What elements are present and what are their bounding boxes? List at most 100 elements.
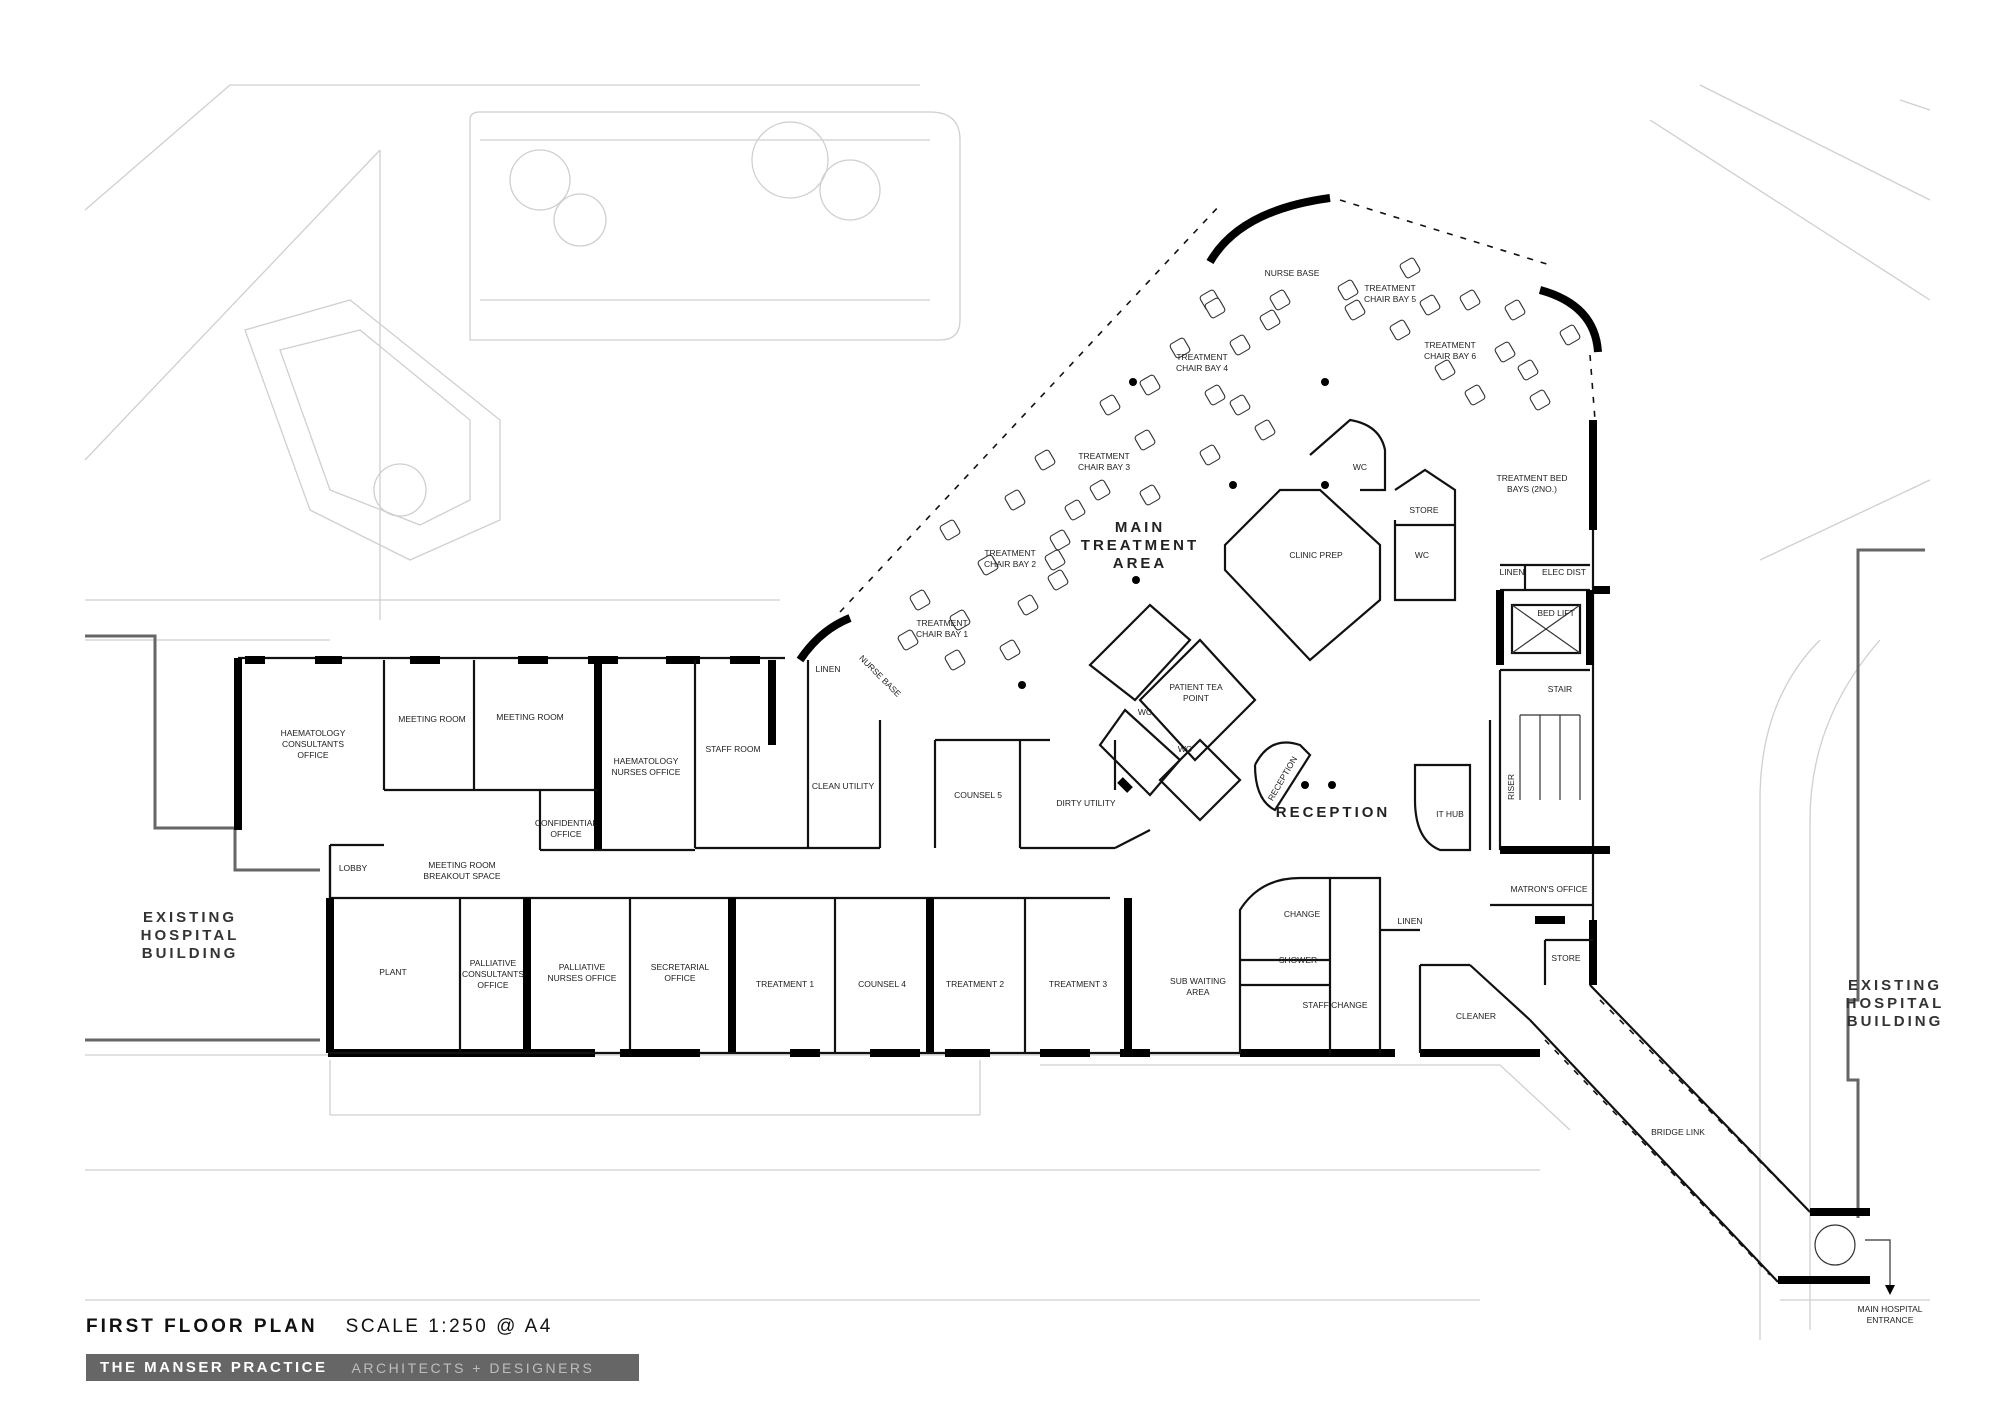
- chair-icon: [1049, 529, 1071, 551]
- chair-icon: [1464, 384, 1486, 406]
- room-pall-nurses: PALLIATIVE: [559, 962, 606, 972]
- chair-icon: [1559, 324, 1581, 346]
- title-block: FIRST FLOOR PLAN SCALE 1:250 @ A4: [86, 1316, 553, 1338]
- room-linen-right: LINEN: [1499, 567, 1524, 577]
- svg-text:CHAIR BAY 5: CHAIR BAY 5: [1364, 294, 1416, 304]
- room-lobby: LOBBY: [339, 863, 368, 873]
- svg-text:BUILDING: BUILDING: [1847, 1013, 1944, 1030]
- chair-icon: [999, 639, 1021, 661]
- chair-icon: [1229, 394, 1251, 416]
- chair-icon: [1419, 294, 1441, 316]
- room-meeting-1: MEETING ROOM: [398, 714, 466, 724]
- svg-text:MAIN: MAIN: [1115, 519, 1165, 536]
- room-elec-dist: ELEC DIST: [1542, 567, 1586, 577]
- svg-text:OFFICE: OFFICE: [297, 750, 328, 760]
- room-plant: PLANT: [379, 967, 406, 977]
- chair-icon: [1064, 499, 1086, 521]
- room-store-top: STORE: [1409, 505, 1438, 515]
- room-wc-tea-a: WC: [1138, 707, 1152, 717]
- chair-icon: [1389, 319, 1411, 341]
- room-cleaner: CLEANER: [1456, 1011, 1496, 1021]
- svg-text:OFFICE: OFFICE: [477, 980, 508, 990]
- room-linen-left: LINEN: [815, 664, 840, 674]
- chair-icon: [1269, 289, 1291, 311]
- chair-icon: [1139, 374, 1161, 396]
- room-chair-bay-6: TREATMENT: [1424, 340, 1475, 350]
- chair-icon: [1254, 419, 1276, 441]
- room-treatment-2: TREATMENT 2: [946, 979, 1005, 989]
- chair-icon: [1047, 569, 1069, 591]
- chair-icon: [897, 629, 919, 651]
- room-chair-bay-5: TREATMENT: [1364, 283, 1415, 293]
- svg-text:NURSES OFFICE: NURSES OFFICE: [548, 973, 617, 983]
- room-it-hub: IT HUB: [1436, 809, 1464, 819]
- svg-text:OFFICE: OFFICE: [550, 829, 581, 839]
- room-wc-mid: WC: [1415, 550, 1429, 560]
- main-entrance-label: MAIN HOSPITAL: [1857, 1304, 1922, 1314]
- plan-scale: SCALE 1:250 @ A4: [345, 1316, 553, 1337]
- plan-title: FIRST FLOOR PLAN: [86, 1316, 318, 1337]
- room-clinic-prep: CLINIC PREP: [1289, 550, 1343, 560]
- svg-text:BAYS (2NO.): BAYS (2NO.): [1507, 484, 1557, 494]
- chair-icon: [1399, 257, 1421, 279]
- svg-text:EXISTING: EXISTING: [1848, 977, 1942, 994]
- chair-icon: [1204, 384, 1226, 406]
- existing-buildings: [85, 548, 1925, 1218]
- room-wc-tea-b: WC: [1178, 744, 1192, 754]
- room-chair-bay-1: TREATMENT: [916, 618, 967, 628]
- room-labels: NURSE BASE TREATMENT CHAIR BAY 5 TREATME…: [281, 268, 1923, 1325]
- svg-text:NURSES OFFICE: NURSES OFFICE: [612, 767, 681, 777]
- column-marker: [1321, 481, 1329, 489]
- chair-icon: [1517, 359, 1539, 381]
- chair-icon: [1337, 279, 1359, 301]
- chair-icon: [1017, 594, 1039, 616]
- svg-text:HOSPITAL: HOSPITAL: [141, 927, 240, 944]
- chair-icon: [1089, 479, 1111, 501]
- room-treatment-3: TREATMENT 3: [1049, 979, 1108, 989]
- chair-icon: [1344, 299, 1366, 321]
- room-counsel-4: COUNSEL 4: [858, 979, 906, 989]
- room-chair-bay-3: TREATMENT: [1078, 451, 1129, 461]
- room-confidential: CONFIDENTIAL: [535, 818, 598, 828]
- chair-icon: [1434, 359, 1456, 381]
- room-change: CHANGE: [1284, 909, 1321, 919]
- room-sub-waiting: SUB WAITING: [1170, 976, 1226, 986]
- existing-building-right-label: EXISTING HOSPITAL BUILDING: [1846, 977, 1944, 1030]
- chair-icon: [977, 554, 999, 576]
- chair-icon: [939, 519, 961, 541]
- chair-icon: [1044, 549, 1066, 571]
- practice-subtitle: ARCHITECTS + DESIGNERS: [351, 1359, 595, 1376]
- room-haem-consult: HAEMATOLOGY: [281, 728, 346, 738]
- room-store-bottom: STORE: [1551, 953, 1580, 963]
- room-counsel-5: COUNSEL 5: [954, 790, 1002, 800]
- structural-columns: [1018, 378, 1336, 789]
- svg-text:TREATMENT: TREATMENT: [1081, 537, 1199, 554]
- svg-text:BUILDING: BUILDING: [142, 945, 239, 962]
- existing-building-left-label: EXISTING HOSPITAL BUILDING: [141, 909, 240, 962]
- main-treatment-label: MAIN TREATMENT AREA: [1081, 519, 1199, 572]
- reception-label: RECEPTION: [1276, 804, 1391, 821]
- column-marker: [1229, 481, 1237, 489]
- column-marker: [1018, 681, 1026, 689]
- svg-text:POINT: POINT: [1183, 693, 1209, 703]
- room-bridge-link: BRIDGE LINK: [1651, 1127, 1705, 1137]
- room-staff-room: STAFF ROOM: [705, 744, 760, 754]
- svg-text:AREA: AREA: [1186, 987, 1209, 997]
- svg-text:CHAIR BAY 4: CHAIR BAY 4: [1176, 363, 1228, 373]
- svg-text:CHAIR BAY 2: CHAIR BAY 2: [984, 559, 1036, 569]
- room-chair-bay-2: TREATMENT: [984, 548, 1035, 558]
- room-staff-change: STAFF CHANGE: [1302, 1000, 1367, 1010]
- chair-icon: [1134, 429, 1156, 451]
- svg-text:ENTRANCE: ENTRANCE: [1867, 1315, 1914, 1325]
- chair-icon: [1204, 297, 1226, 319]
- column-marker: [1129, 378, 1137, 386]
- room-secretarial: SECRETARIAL: [651, 962, 710, 972]
- chair-icon: [949, 609, 971, 631]
- chair-icon: [1259, 309, 1281, 331]
- room-riser: RISER: [1506, 774, 1516, 800]
- chair-icon: [1229, 334, 1251, 356]
- svg-text:CHAIR BAY 6: CHAIR BAY 6: [1424, 351, 1476, 361]
- room-matrons: MATRON'S OFFICE: [1510, 884, 1587, 894]
- room-linen-bottom: LINEN: [1397, 916, 1422, 926]
